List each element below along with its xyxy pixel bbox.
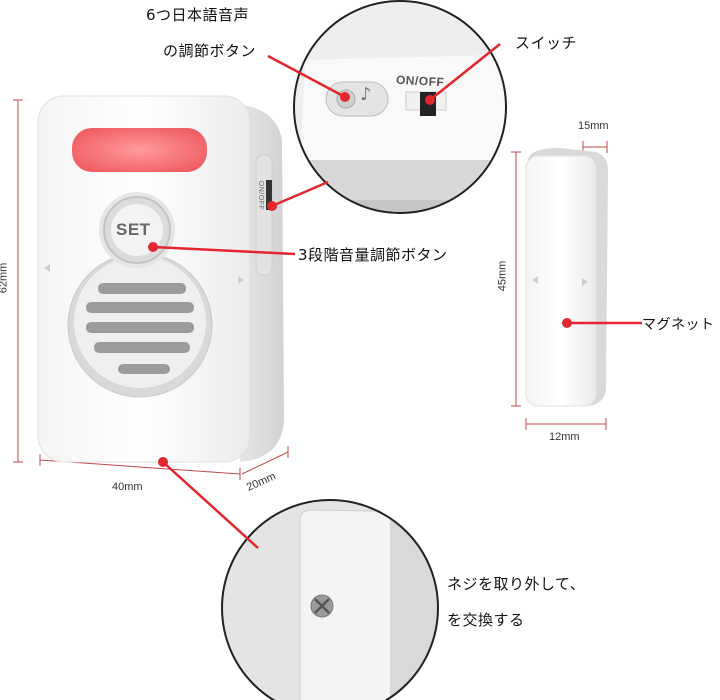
width-dimension: 40mm bbox=[112, 481, 143, 493]
callout-lines bbox=[152, 43, 642, 549]
screw-label-line1: ネジを取り外して、 bbox=[447, 575, 586, 593]
magnet-height-dimension: 45mm bbox=[496, 260, 509, 292]
magnet-unit bbox=[525, 148, 608, 407]
screw-label-line2: を交換する bbox=[447, 611, 525, 629]
switch-zoom bbox=[293, 0, 507, 214]
music-note-icon: ♪ bbox=[360, 84, 372, 105]
voice-button-label-line1: 6つ日本語音声 bbox=[146, 6, 250, 24]
magnet-label: マグネット bbox=[642, 317, 715, 333]
callout-dots bbox=[148, 92, 572, 467]
magnet-width-dimension: 12mm bbox=[549, 431, 580, 443]
switch-label: スイッチ bbox=[515, 34, 578, 52]
side-switch-label: ON/OFF bbox=[257, 180, 265, 211]
magnet-depth-dimension: 15mm bbox=[578, 120, 609, 132]
set-button[interactable]: SET bbox=[116, 220, 151, 239]
main-unit bbox=[37, 95, 284, 463]
on-off-switch-label: ON/OFF bbox=[395, 72, 445, 90]
height-dimension: 62mm bbox=[0, 262, 10, 294]
screw-zoom bbox=[221, 499, 439, 700]
voice-button-label-line2: の調節ボタン bbox=[163, 42, 257, 60]
indicator-light bbox=[72, 128, 207, 172]
volume-button-label: 3段階音量調節ボタン bbox=[298, 246, 448, 264]
